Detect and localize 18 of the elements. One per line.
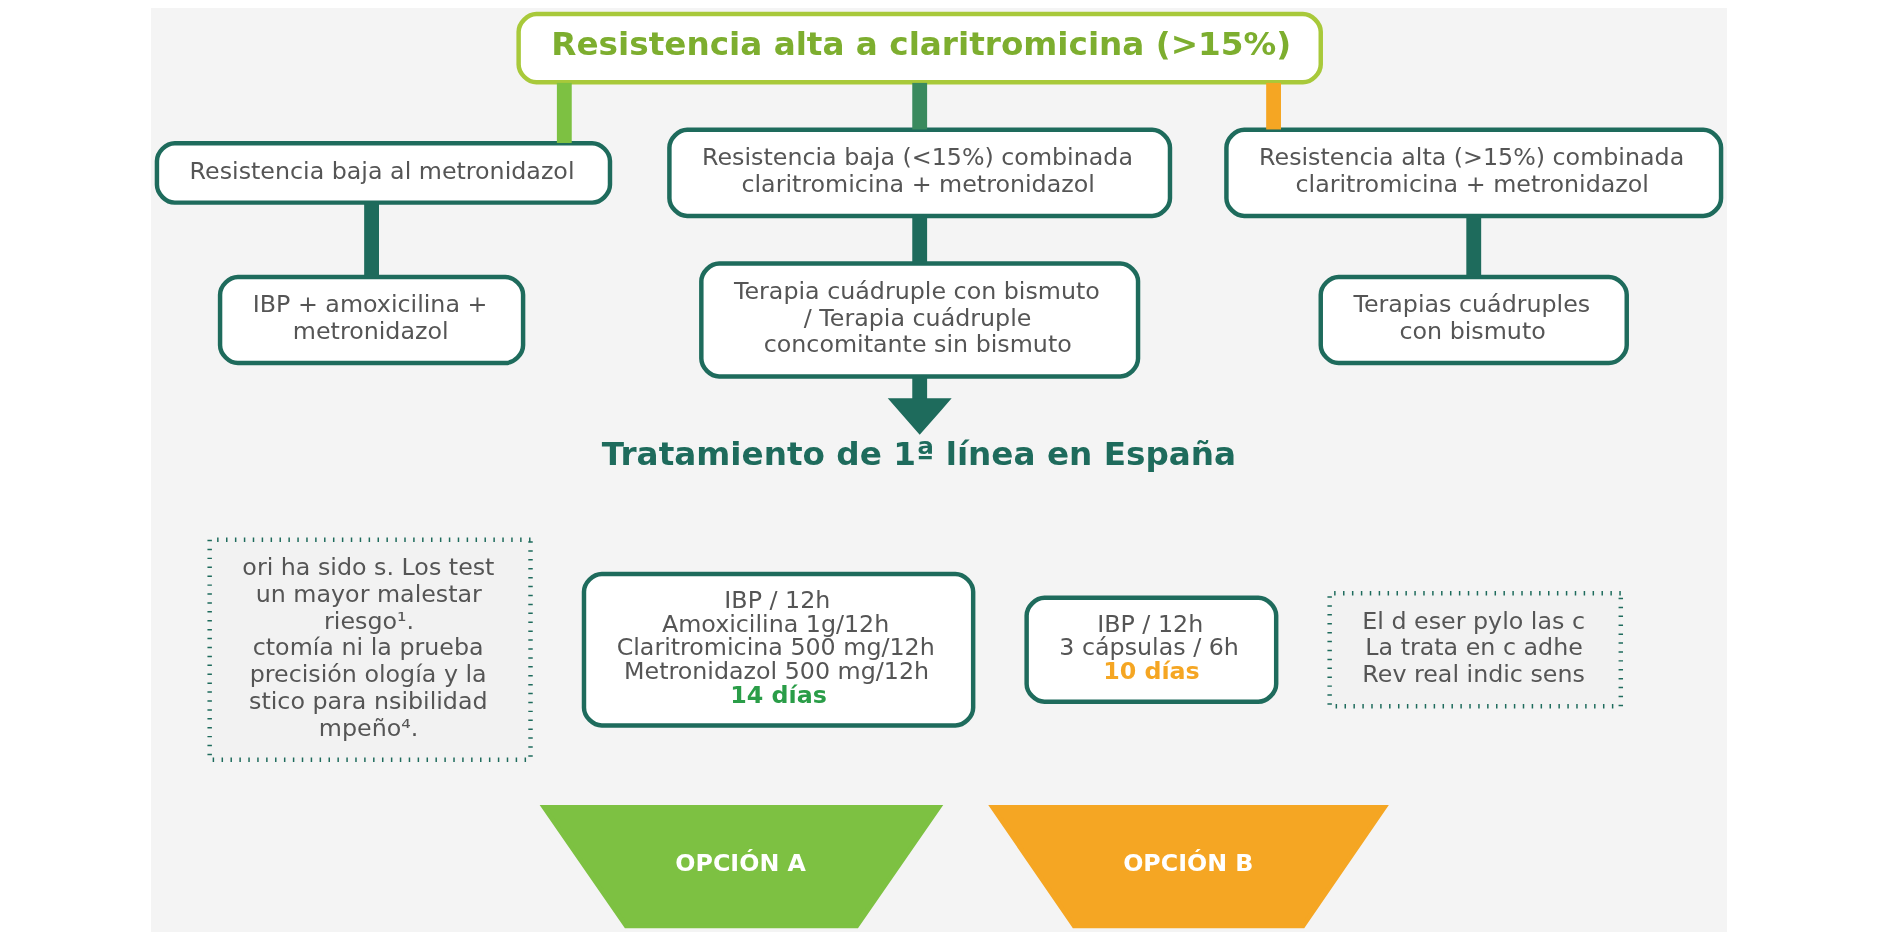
node-box: El d eser pylo las c La trata en c adhe Rev real indic sens <box>1327 591 1623 709</box>
node-box: ori ha sido s. Los test un mayor malestar riesgo¹. ctomía ni la prueba precisión ología y la stico para nsibilidad mpeño⁴. <box>207 537 533 762</box>
connector <box>1466 216 1482 277</box>
connector <box>364 202 379 277</box>
node-box: Resistencia alta a claritromicina (>15%) <box>516 11 1323 85</box>
node-box: Terapias cuádruples con bismuto <box>1318 274 1629 366</box>
connector <box>912 82 928 130</box>
connector <box>912 216 928 264</box>
connector <box>1266 82 1281 130</box>
node-box: Resistencia alta (>15%) combinada claritromicina + metronidazol <box>1224 127 1724 219</box>
node-box: IBP + amoxicilina + metronidazol <box>217 274 526 366</box>
node-text: Tratamiento de 1ª línea en España <box>601 434 1237 473</box>
node-box: Resistencia baja (<15%) combinada claritromicina + metronidazol <box>667 127 1173 219</box>
node-box: IBP / 12h Amoxicilina 1g/12h Claritromicina 500 mg/12h Metronidazol 500 mg/12h 14 días <box>581 571 976 728</box>
node-box: Terapia cuádruple con bismuto / Terapia cuádruple concomitante sin bismuto <box>699 261 1141 379</box>
node-box: IBP / 12h 3 cápsulas / 6h 10 días <box>1024 595 1279 704</box>
node-box: Resistencia baja al metronidazol <box>154 141 613 205</box>
arrow <box>887 376 952 435</box>
